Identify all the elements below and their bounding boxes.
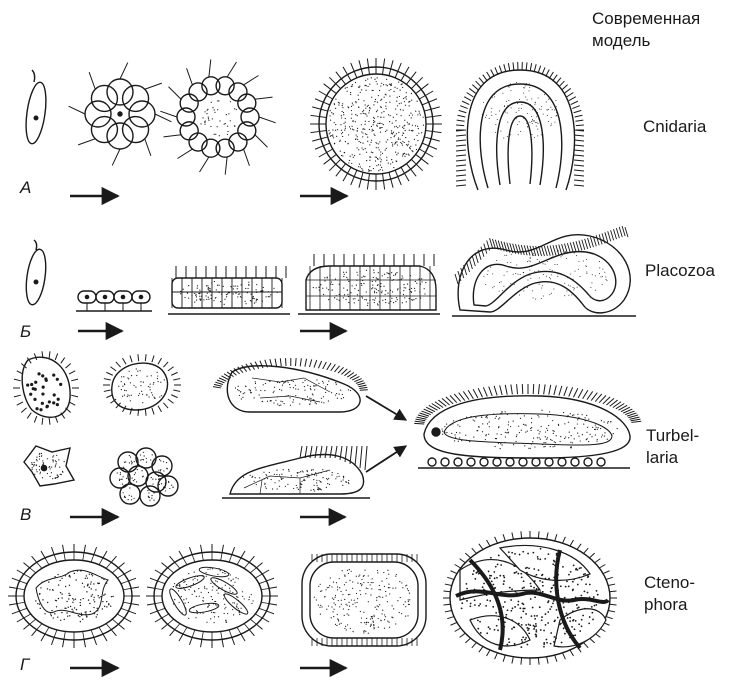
thick-plate (298, 254, 440, 314)
ciliate-oval-v (103, 354, 181, 416)
round-blastula-g (302, 554, 426, 646)
cell-cluster (110, 448, 178, 506)
ctenophore-body (443, 531, 617, 665)
spindle-cells-oval (146, 544, 278, 648)
plasmodium-oval (8, 544, 140, 648)
arrow-converge-top (366, 396, 406, 420)
blastula-sphere (310, 58, 442, 190)
two-layer-plate (168, 266, 290, 314)
row-b-figures (23, 226, 636, 316)
elongate-ciliated-body (213, 358, 368, 412)
flagellate-cell-a (23, 70, 49, 145)
row-g-figures (8, 531, 617, 665)
hollow-colony (160, 59, 275, 174)
crawling-body (222, 446, 370, 498)
row-a-figures (23, 58, 584, 190)
turbellarian-worm (414, 384, 641, 468)
cell-chain (76, 291, 152, 311)
ciliate-cell-v (13, 351, 79, 424)
eight-cell-colony (69, 63, 172, 166)
amoeboid-cell (24, 446, 74, 486)
row-v-figures (13, 351, 641, 506)
flagellate-cell-b (23, 240, 49, 306)
placozoa-curled (452, 226, 636, 316)
arrow-converge-bottom (366, 446, 406, 472)
gastrula-cnidaria (456, 62, 584, 190)
